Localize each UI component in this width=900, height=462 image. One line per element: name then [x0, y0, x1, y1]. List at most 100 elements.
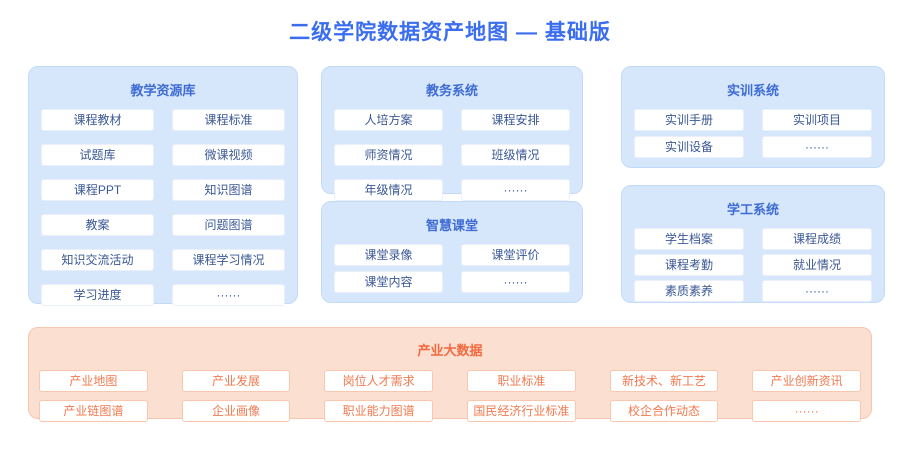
data-item-label: 素质素养	[664, 284, 713, 298]
chip-grid: 实训手册 实训项目实训设备 ······	[622, 109, 884, 158]
data-item-chip: 产业创新资讯	[752, 370, 861, 392]
data-item-label: 试题库	[79, 148, 116, 162]
data-item-label: 产业创新资讯	[770, 374, 843, 388]
data-item-chip: ······	[172, 284, 285, 306]
data-item-chip: 课程安排	[461, 109, 570, 131]
data-item-label: ······	[503, 275, 528, 289]
panel-teaching-resources: 教学资源库 课程教材 课程标准试题库 微课视频课程PPT 知识图谱教案 问题图谱知识交流…	[28, 66, 298, 306]
data-item-label: 学生档案	[664, 232, 713, 246]
data-item-chip: 新技术、新工艺	[609, 370, 719, 392]
panel-title: 智慧课堂	[425, 218, 478, 233]
panel-title: 学工系统	[726, 202, 779, 217]
data-item-chip: 素质素养	[634, 280, 744, 302]
data-item-chip: 实训设备	[634, 136, 744, 158]
data-item-label: 课程学习情况	[192, 253, 265, 267]
chip-grid: 产业地图 产业发展 岗位人才需求 职业标准 新技术、新工艺 产业创新资讯产业链图谱 企业画像…	[29, 370, 871, 422]
data-item-label: ······	[503, 183, 528, 197]
data-item-label: 微课视频	[204, 148, 253, 162]
panel-industry-bigdata: 产业大数据 产业地图 产业发展 岗位人才需求 职业标准 新技术、新工艺 产业创新资讯产业链…	[28, 327, 872, 422]
data-item-chip: 就业情况	[762, 254, 872, 276]
data-item-chip: 师资情况	[334, 144, 443, 166]
data-item-label: 教案	[85, 218, 110, 232]
data-item-label: 产业地图	[69, 374, 118, 388]
data-item-chip: 产业链图谱	[39, 400, 148, 422]
data-item-chip: 微课视频	[172, 144, 285, 166]
page-title: 二级学院数据资产地图 — 基础版	[289, 21, 611, 44]
panel-student-affairs: 学工系统 学生档案 课程成绩课程考勤 就业情况素质素养 ······	[621, 185, 885, 303]
data-item-label: 课堂内容	[364, 275, 413, 289]
data-item-label: 岗位人才需求	[342, 374, 415, 388]
data-item-chip: 职业能力图谱	[324, 400, 433, 422]
data-item-label: 课堂录像	[364, 248, 413, 262]
data-item-label: 课程安排	[491, 113, 540, 127]
data-item-label: 课程PPT	[73, 183, 122, 197]
data-item-chip: 企业画像	[181, 400, 291, 422]
data-item-chip: ······	[461, 179, 570, 201]
data-item-chip: 问题图谱	[172, 214, 285, 236]
data-item-label: 问题图谱	[204, 218, 253, 232]
data-item-label: ······	[794, 404, 819, 418]
data-item-label: 产业发展	[211, 374, 260, 388]
data-item-label: 课堂评价	[491, 248, 540, 262]
data-item-chip: 实训项目	[762, 109, 872, 131]
data-item-label: 校企合作动态	[627, 404, 700, 418]
data-item-chip: 知识图谱	[172, 179, 285, 201]
panel-title: 产业大数据	[417, 343, 483, 358]
data-item-label: 就业情况	[792, 258, 841, 272]
data-item-chip: 课程PPT	[41, 179, 154, 201]
data-item-chip: 国民经济行业标准	[466, 400, 576, 422]
data-item-chip: ······	[762, 280, 872, 302]
data-item-label: 课程考勤	[664, 258, 713, 272]
data-item-chip: 课程成绩	[762, 228, 872, 250]
panel-title: 教务系统	[425, 83, 478, 98]
data-item-chip: 职业标准	[466, 370, 576, 392]
data-item-label: 人培方案	[364, 113, 413, 127]
data-item-label: ······	[805, 140, 829, 154]
data-item-label: 新技术、新工艺	[621, 374, 706, 388]
data-item-chip: 知识交流活动	[41, 249, 154, 271]
chip-grid: 课堂录像 课堂评价课堂内容 ······	[322, 244, 582, 293]
data-item-label: 课程教材	[73, 113, 122, 127]
data-item-label: 知识交流活动	[61, 253, 134, 267]
data-item-chip: ······	[752, 400, 861, 422]
data-item-label: ······	[805, 284, 829, 298]
panel-title: 实训系统	[726, 83, 779, 98]
data-item-label: 学习进度	[73, 288, 122, 302]
data-item-chip: 学生档案	[634, 228, 744, 250]
data-item-chip: 试题库	[41, 144, 154, 166]
data-item-label: ······	[216, 288, 241, 302]
panel-practical-training: 实训系统 实训手册 实训项目实训设备 ······	[621, 66, 885, 168]
data-item-chip: 课程教材	[41, 109, 154, 131]
panel-academic-affairs: 教务系统 人培方案 课程安排师资情况 班级情况年级情况 ······	[321, 66, 583, 201]
data-item-label: 国民经济行业标准	[473, 404, 570, 418]
data-item-chip: 课堂录像	[334, 244, 443, 266]
data-item-chip: 班级情况	[461, 144, 570, 166]
data-item-chip: 实训手册	[634, 109, 744, 131]
data-item-label: 产业链图谱	[63, 404, 124, 418]
data-item-chip: 人培方案	[334, 109, 443, 131]
data-item-label: 实训手册	[664, 113, 713, 127]
data-item-label: 职业能力图谱	[342, 404, 415, 418]
data-item-chip: ······	[461, 271, 570, 293]
data-item-chip: 课程标准	[172, 109, 285, 131]
data-item-chip: 产业发展	[181, 370, 291, 392]
panel-title: 教学资源库	[130, 83, 196, 98]
data-item-chip: 年级情况	[334, 179, 443, 201]
chip-grid: 人培方案 课程安排师资情况 班级情况年级情况 ······	[322, 109, 582, 201]
data-item-chip: ······	[762, 136, 872, 158]
chip-grid: 学生档案 课程成绩课程考勤 就业情况素质素养 ······	[622, 228, 884, 302]
data-item-chip: 产业地图	[39, 370, 148, 392]
data-item-label: 实训项目	[792, 113, 841, 127]
data-item-label: 师资情况	[364, 148, 413, 162]
chip-grid: 课程教材 课程标准试题库 微课视频课程PPT 知识图谱教案 问题图谱知识交流活动 课程学习…	[29, 109, 297, 306]
data-item-chip: 教案	[41, 214, 154, 236]
data-item-chip: 课堂评价	[461, 244, 570, 266]
data-item-label: 知识图谱	[204, 183, 253, 197]
data-item-chip: 学习进度	[41, 284, 154, 306]
data-item-chip: 课程学习情况	[172, 249, 285, 271]
data-item-chip: 岗位人才需求	[324, 370, 433, 392]
data-item-chip: 校企合作动态	[609, 400, 719, 422]
data-item-label: 年级情况	[364, 183, 413, 197]
data-item-label: 班级情况	[491, 148, 540, 162]
